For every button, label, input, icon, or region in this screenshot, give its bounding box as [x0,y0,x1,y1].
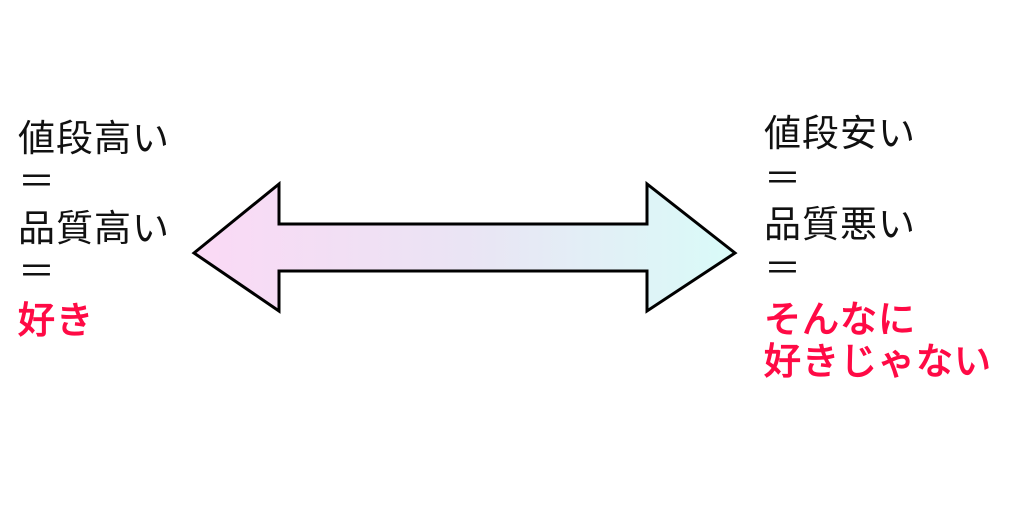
right-price-low: 値段安い [764,112,916,155]
right-equals-1: ＝ [764,157,802,200]
left-price-high: 値段高い [18,117,170,160]
right-quality-bad: 品質悪い [764,203,916,246]
left-equals-1: ＝ [18,160,56,203]
left-conclusion-like: 好き [18,299,94,342]
left-quality-high: 品質高い [18,207,170,250]
right-conclusion-line1: そんなに [764,298,916,341]
right-equals-2: ＝ [764,247,802,290]
left-equals-2: ＝ [18,250,56,293]
right-conclusion-line2: 好きじゃない [764,340,992,383]
